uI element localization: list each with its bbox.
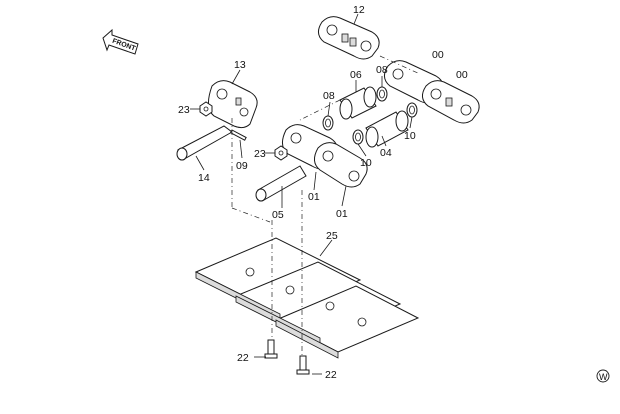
callout-04: 04	[380, 147, 392, 159]
callout-08: 08	[376, 64, 388, 76]
pin-05	[255, 165, 307, 202]
callout-09: 09	[236, 160, 248, 172]
callout-23: 23	[178, 104, 190, 116]
callout-13: 13	[234, 59, 246, 71]
watermark-letter: W	[599, 372, 608, 382]
callout-06: 06	[350, 69, 362, 81]
callout-22: 22	[237, 352, 249, 364]
callout-08: 08	[323, 90, 335, 102]
callout-05: 05	[272, 209, 284, 221]
watermark-logo: W	[596, 369, 610, 383]
nut-23	[199, 101, 288, 161]
callout-00: 00	[456, 69, 468, 81]
callout-10: 10	[404, 130, 416, 142]
callout-labels: 12 13 00 00 06 08 08 23 23 14 09 10 10 0…	[178, 4, 468, 381]
track-link-13	[208, 80, 258, 129]
bushing-04	[365, 110, 409, 148]
callout-22: 22	[325, 369, 337, 381]
bolt-22	[264, 339, 310, 375]
track-link-00	[384, 60, 480, 124]
front-arrow-icon: FRONT	[102, 28, 139, 55]
callout-01: 01	[308, 191, 320, 203]
track-link-01	[282, 124, 368, 188]
bushing-06	[339, 86, 377, 120]
callout-12: 12	[353, 4, 365, 16]
callout-25: 25	[326, 230, 338, 242]
center-lines	[231, 55, 421, 356]
callout-00: 00	[432, 49, 444, 61]
seal-10	[352, 102, 418, 145]
seal-08	[322, 86, 388, 131]
leader-lines	[190, 13, 413, 375]
callout-10: 10	[360, 157, 372, 169]
callout-23: 23	[254, 148, 266, 160]
callout-14: 14	[198, 172, 210, 184]
pin-14	[176, 125, 247, 161]
track-link-12	[318, 16, 380, 60]
callout-01: 01	[336, 208, 348, 220]
track-shoe-25	[194, 237, 420, 359]
